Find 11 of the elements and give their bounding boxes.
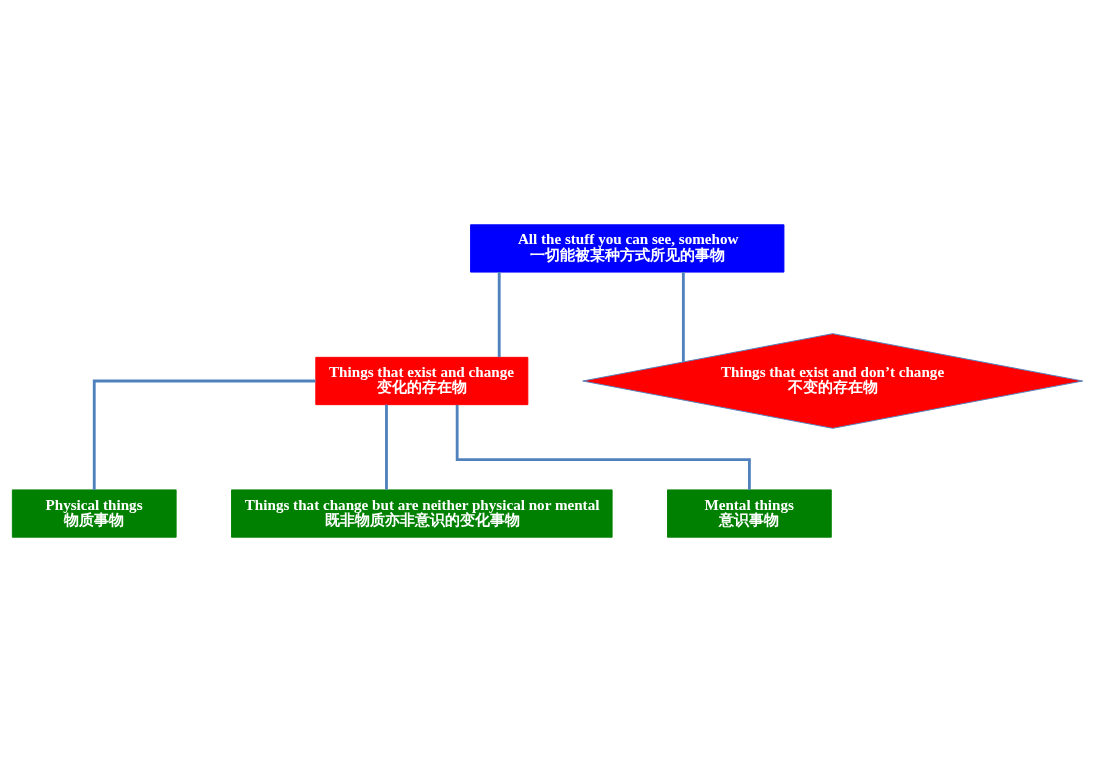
node-box: All the stuff you can see, somehow 一切能被某种方式所见的事物	[470, 224, 785, 273]
connector	[497, 272, 501, 358]
node-box: Things that change but are neither physical nor mental 既非物质亦非意识的变化事物	[231, 489, 613, 538]
node-box: Physical things 物质事物	[11, 489, 177, 538]
connector	[385, 404, 388, 490]
connector	[92, 379, 316, 490]
node-box: Things that exist and change 变化的存在物	[315, 356, 529, 406]
connector	[681, 272, 685, 362]
node-box: Mental things 意识事物	[667, 489, 832, 538]
connector	[455, 405, 751, 490]
node-diamond: Things that exist and don’t change 不变的存在物	[582, 333, 1084, 429]
